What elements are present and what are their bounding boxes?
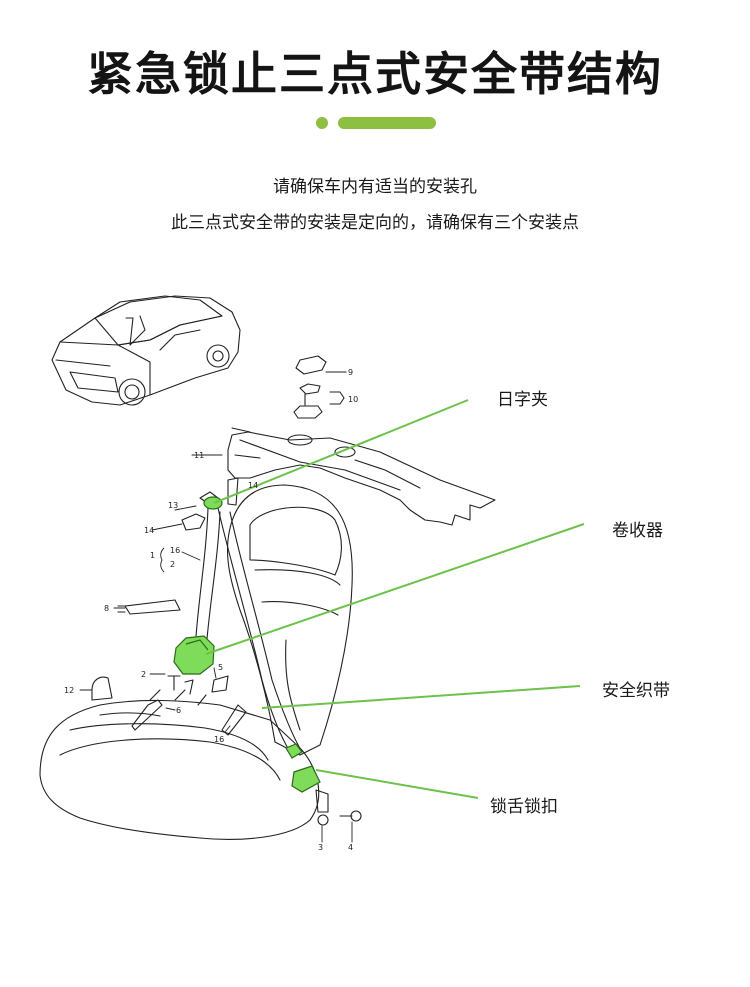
part-number-4: 4	[348, 843, 353, 852]
rear-shelf-panel	[227, 431, 496, 526]
leader-clip	[213, 399, 469, 504]
label-buckle: 锁舌锁扣	[490, 797, 558, 817]
side-parts	[91, 477, 362, 826]
part-number-2-upper: 2	[170, 560, 175, 569]
leader-buckle	[315, 769, 479, 799]
buckle-highlight	[291, 765, 321, 793]
part-number-10: 10	[348, 395, 358, 404]
accent-bar	[338, 117, 436, 129]
part-number-3: 3	[318, 843, 323, 852]
leader-webbing	[261, 685, 581, 709]
part-number-16-lower: 16	[214, 735, 224, 744]
part-number-14-upper: 14	[248, 481, 258, 490]
clip-highlight	[203, 496, 223, 510]
car-illustration	[51, 295, 241, 406]
label-clip: 日字夹	[497, 390, 548, 410]
upper-anchor-parts	[191, 355, 347, 456]
seat-back	[227, 484, 353, 756]
accent-dot	[316, 117, 328, 129]
part-number-9: 9	[348, 368, 353, 377]
subtitle-line-2: 此三点式安全带的安装是定向的，请确保有三个安装点	[171, 213, 579, 233]
subtitle-line-1: 请确保车内有适当的安装孔	[273, 177, 477, 197]
leader-retractor	[205, 523, 585, 655]
part-number-14-lower: 14	[144, 526, 154, 535]
part-number-1: 1	[150, 551, 155, 560]
part-number-12: 12	[64, 686, 74, 695]
seat-cushion	[39, 689, 320, 840]
part-number-16-upper: 16	[170, 546, 180, 555]
part-number-2-lower: 2	[141, 670, 146, 679]
part-number-5: 5	[218, 663, 223, 672]
part-number-6: 6	[176, 706, 181, 715]
leader-lines	[205, 399, 585, 799]
highlighted-parts	[173, 496, 321, 793]
part-numbers: 9 10 11 13 14 14 1 16 2 8 2 5 12 6 16 3 …	[64, 368, 358, 852]
label-webbing: 安全织带	[602, 681, 670, 701]
webbing-guide-highlight	[285, 743, 303, 759]
page-title: 紧急锁止三点式安全带结构	[87, 47, 663, 101]
part-number-11: 11	[194, 451, 204, 460]
part-number-8: 8	[104, 604, 109, 613]
label-retractor: 卷收器	[612, 521, 663, 541]
part-number-13: 13	[168, 501, 178, 510]
seatbelt-webbing	[194, 507, 303, 753]
